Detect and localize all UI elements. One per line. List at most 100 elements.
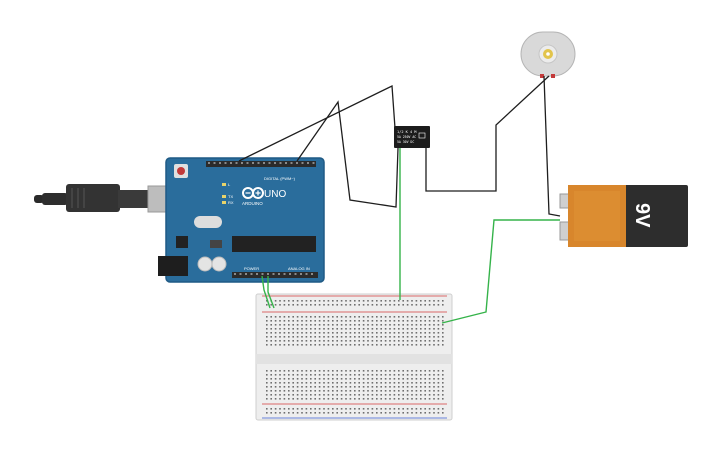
breadboard-hole — [323, 300, 325, 302]
breadboard-hole — [274, 324, 277, 326]
breadboard-hole — [345, 340, 347, 342]
breadboard-hole — [270, 332, 272, 334]
breadboard-hole — [323, 390, 325, 392]
breadboard-hole — [354, 344, 356, 346]
breadboard-hole — [310, 332, 312, 334]
breadboard-hole — [301, 408, 303, 410]
power-analog-header[interactable] — [232, 272, 318, 278]
breadboard-hole — [433, 378, 435, 380]
breadboard-hole — [305, 408, 308, 410]
breadboard-hole — [349, 398, 352, 400]
breadboard-hole — [310, 386, 312, 388]
breadboard-hole — [376, 328, 378, 330]
breadboard-hole — [428, 382, 431, 384]
breadboard-hole — [358, 316, 360, 318]
reset-button-cap[interactable] — [177, 167, 185, 175]
breadboard-hole — [424, 390, 426, 392]
breadboard-hole — [270, 340, 272, 342]
breadboard-hole — [296, 386, 299, 388]
breadboard-hole — [442, 412, 444, 414]
wire-relay-to-motor[interactable] — [425, 75, 550, 192]
breadboard-hole — [327, 408, 330, 410]
breadboard-hole — [283, 398, 286, 400]
breadboard-hole — [406, 344, 409, 346]
wire-arduino-gnd-to-breadboard[interactable] — [261, 275, 271, 309]
breadboard-hole — [274, 394, 277, 396]
breadboard-hole — [345, 320, 347, 322]
breadboard-hole — [283, 300, 286, 302]
wire-motor-to-battery[interactable] — [543, 75, 561, 217]
breadboard-hole — [406, 304, 409, 306]
relay-symbol-icon — [418, 132, 426, 139]
breadboard-hole — [283, 412, 286, 414]
breadboard-hole — [367, 408, 369, 410]
breadboard-hole — [384, 340, 387, 342]
breadboard-hole — [420, 386, 422, 388]
breadboard-hole — [411, 316, 413, 318]
breadboard-hole — [393, 378, 396, 380]
breadboard-hole — [349, 412, 352, 414]
wire-battery-to-breadboard[interactable] — [441, 219, 560, 324]
breadboard[interactable] — [255, 293, 453, 421]
breadboard-hole — [279, 320, 281, 322]
breadboard-hole — [274, 300, 277, 302]
digital-header[interactable] — [206, 161, 316, 167]
breadboard-hole — [362, 340, 365, 342]
breadboard-hole — [296, 304, 299, 306]
power-jack[interactable] — [158, 256, 188, 276]
breadboard-hole — [340, 378, 343, 380]
breadboard-hole — [420, 408, 422, 410]
breadboard-hole — [389, 316, 391, 318]
breadboard-hole — [310, 320, 312, 322]
breadboard-hole — [301, 316, 303, 318]
breadboard-hole — [411, 320, 413, 322]
breadboard-hole — [362, 324, 365, 326]
wires[interactable] — [238, 75, 561, 324]
breadboard-hole — [292, 390, 294, 392]
breadboard-hole — [389, 390, 391, 392]
wire-arduino-to-relay-2[interactable] — [296, 100, 399, 208]
breadboard-hole — [428, 320, 431, 322]
wire-arduino-gnd-to-breadboard-2[interactable] — [267, 276, 275, 309]
digital-header-pins[interactable] — [208, 162, 315, 164]
motor-terminal-2[interactable] — [551, 74, 555, 78]
breadboard-hole — [336, 394, 338, 396]
header-pin — [312, 162, 315, 164]
breadboard-hole — [371, 304, 374, 306]
breadboard-hole — [433, 324, 435, 326]
breadboard-hole — [420, 412, 422, 414]
relay-module[interactable]: 1/2 K 4 M 5A 250V AC 5A 30V DC — [394, 126, 430, 148]
breadboard-hole — [266, 324, 268, 326]
breadboard-hole — [402, 304, 404, 306]
breadboard-hole — [292, 340, 294, 342]
arduino-logo-icon — [242, 187, 264, 199]
breadboard-hole — [301, 328, 303, 330]
breadboard-hole — [323, 340, 325, 342]
breadboard-hole — [411, 408, 413, 410]
breadboard-hole — [371, 324, 374, 326]
breadboard-hole — [428, 328, 431, 330]
power-analog-header-pins[interactable] — [234, 273, 313, 275]
breadboard-hole — [424, 340, 426, 342]
breadboard-hole — [327, 316, 330, 318]
breadboard-hole — [305, 320, 308, 322]
header-pin — [213, 162, 216, 164]
breadboard-hole — [389, 300, 391, 302]
breadboard-hole — [433, 394, 435, 396]
arduino-uno-board[interactable]: UNO ARDUINO DIGITAL (PWM~) POWER ANALOG … — [158, 157, 325, 283]
motor-terminal-1[interactable] — [540, 74, 544, 78]
breadboard-hole — [336, 412, 338, 414]
breadboard-hole — [358, 344, 360, 346]
wire-arduino-to-relay[interactable] — [238, 84, 396, 162]
breadboard-hole — [380, 340, 382, 342]
breadboard-hole — [266, 370, 268, 372]
breadboard-hole — [283, 320, 286, 322]
breadboard-hole — [288, 370, 290, 372]
battery-9v[interactable]: 9V — [559, 185, 688, 247]
capacitor-2 — [211, 256, 227, 272]
breadboard-hole — [274, 336, 277, 338]
dc-motor-icon[interactable] — [520, 31, 576, 78]
breadboard-hole — [376, 304, 378, 306]
breadboard-hole — [340, 316, 343, 318]
